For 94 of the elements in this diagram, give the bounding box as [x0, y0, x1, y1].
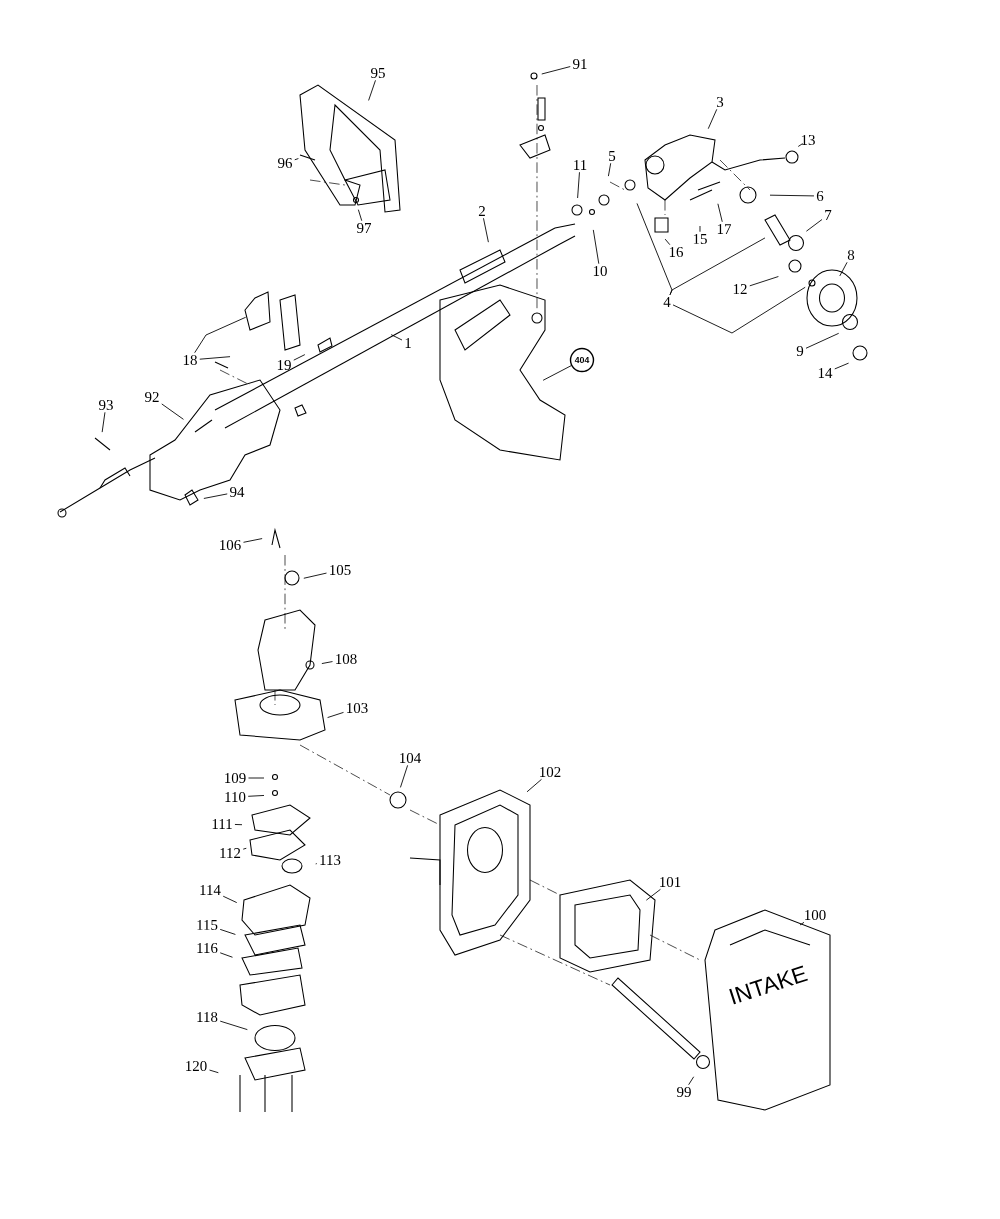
- callout-number: 91: [573, 59, 587, 69]
- leader-line: [203, 493, 228, 499]
- leader-line: [234, 824, 243, 826]
- leader-line: [805, 219, 823, 232]
- callout-number: 8: [847, 250, 855, 261]
- leader-line: [839, 261, 848, 277]
- callout-number: 12: [733, 284, 747, 294]
- leader-line: [483, 217, 489, 243]
- callout-number: 3: [717, 97, 724, 107]
- leader-line: [242, 847, 247, 850]
- callout-number: 2: [478, 206, 485, 216]
- leader-line: [294, 158, 299, 161]
- callout-number: 110: [225, 792, 246, 803]
- leader-line: [368, 79, 376, 101]
- callout-number: 118: [197, 1012, 218, 1023]
- callout-number: 99: [677, 1087, 691, 1097]
- leader-line: [209, 1069, 219, 1074]
- leader-line: [243, 538, 263, 543]
- leader-line: [717, 203, 723, 223]
- callout-number: 120: [186, 1061, 207, 1072]
- circled-callout: 404: [569, 347, 595, 373]
- callout-number: 105: [330, 565, 351, 576]
- leader-line: [805, 332, 840, 349]
- callout-number: 116: [197, 943, 218, 953]
- leader-line: [707, 108, 718, 130]
- callout-number: 109: [225, 773, 246, 784]
- leader-line: [194, 316, 247, 354]
- callout-number: 108: [336, 654, 357, 665]
- callout-number: 114: [200, 885, 221, 895]
- callout-number: 101: [660, 877, 681, 888]
- leader-line: [327, 711, 344, 718]
- leader-line: [749, 276, 779, 287]
- callout-number: 9: [796, 346, 804, 356]
- callout-number: 10: [593, 266, 607, 277]
- callout-number: 5: [609, 151, 616, 161]
- leader-line: [357, 209, 363, 222]
- leader-line: [400, 764, 409, 788]
- leader-line: [248, 777, 265, 779]
- callout-number: 17: [717, 224, 732, 234]
- leader-line: [688, 1076, 695, 1086]
- leader-line: [219, 928, 236, 935]
- callout-number: 95: [371, 68, 385, 78]
- callout-number: 18: [183, 355, 197, 366]
- leader-line: [199, 356, 231, 360]
- callout-number: 15: [693, 234, 707, 244]
- leader-line: [799, 921, 805, 926]
- leader-line: [645, 888, 661, 901]
- leader-line: [834, 362, 850, 370]
- callout-number: 6: [816, 191, 824, 201]
- leader-line: [293, 354, 306, 361]
- leader-line: [607, 162, 612, 177]
- leader-line: [219, 952, 233, 958]
- callout-number: 92: [145, 392, 159, 402]
- leader-line: [669, 237, 766, 296]
- callout-number: 4: [663, 297, 671, 307]
- callout-number: 93: [99, 400, 113, 410]
- leader-line: [315, 863, 318, 865]
- leader-line: [672, 286, 806, 334]
- callout-number: 94: [230, 487, 245, 497]
- callout-number: 97: [357, 223, 372, 233]
- leader-line: [699, 225, 701, 233]
- leader-line: [526, 778, 542, 793]
- callout-number: 104: [400, 753, 421, 764]
- leader-line: [592, 229, 600, 265]
- callout-number: 113: [320, 855, 341, 865]
- callout-number: 115: [197, 920, 218, 930]
- callout-number: 111: [212, 819, 232, 829]
- leader-line: [161, 403, 184, 420]
- callout-number: 11: [574, 160, 587, 170]
- leader-line: [664, 238, 671, 246]
- leader-line: [219, 1020, 248, 1031]
- leader-line: [542, 365, 572, 381]
- callout-number: 7: [825, 210, 832, 220]
- callout-number: 100: [805, 910, 826, 921]
- leader-line: [390, 334, 403, 341]
- callout-number: 14: [818, 368, 833, 378]
- leader-line: [797, 143, 804, 147]
- callout-number: 19: [277, 360, 291, 370]
- leader-line: [577, 171, 580, 199]
- leader-line: [769, 194, 815, 197]
- callout-number: 1: [405, 338, 411, 348]
- leader-line: [303, 572, 327, 579]
- leader-line: [321, 661, 333, 664]
- callout-number: 16: [669, 247, 684, 257]
- leader-line: [222, 895, 238, 904]
- callout-number: 13: [801, 135, 815, 145]
- callout-number: 106: [220, 540, 241, 551]
- callout-number: 102: [540, 767, 561, 778]
- callout-number: 103: [347, 703, 368, 714]
- leader-line: [247, 795, 265, 797]
- leader-line: [101, 411, 106, 433]
- leader-line: [541, 66, 571, 75]
- callout-number: 96: [278, 158, 293, 168]
- callout-number: 112: [220, 848, 241, 858]
